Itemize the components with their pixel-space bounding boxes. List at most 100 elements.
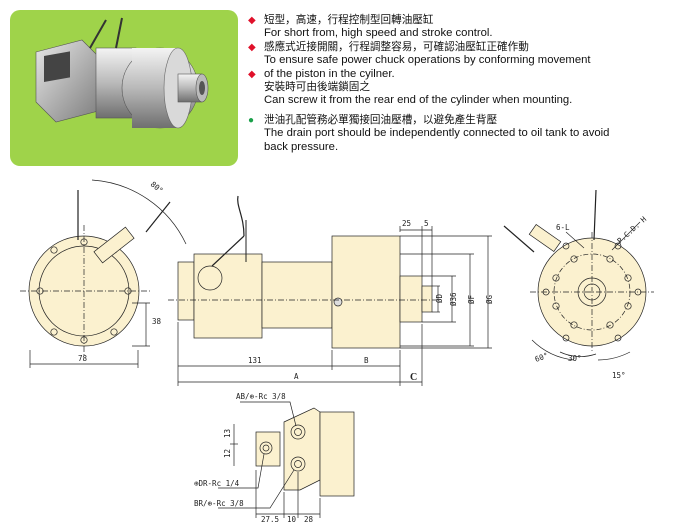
label-pcd-h: P.C.D. H [615,214,648,245]
drain-port [333,297,343,307]
label-dim-5: 5 [424,219,429,228]
feature-text-en: To ensure safe power chuck operations by… [264,54,591,67]
label-dim-10: 10 [287,515,297,524]
label-angle-60: 60° [534,351,550,364]
feature-text-en: For short from, high speed and stroke co… [264,27,493,40]
rear-block [177,261,195,321]
angle-arc-60 [531,339,575,361]
outer-hole [562,334,570,342]
leader-ab [240,401,297,427]
label-dim-f: ØF [467,294,476,304]
outer-hole [542,288,550,296]
bolt-hole [624,302,632,310]
outer-hole [634,288,642,296]
label-dim-b: B [364,356,369,365]
ab-port [290,424,306,440]
feature-item: 安裝時可由後端鎖固之 Can screw it from the rear en… [248,81,668,108]
angle-arc [91,179,187,245]
bolt-hole [80,336,88,344]
angle-arc-15 [597,351,631,361]
bolt-hole [80,238,88,246]
leader-dr [218,453,265,489]
angle-arc-30 [559,351,597,357]
sensor-cable [211,235,245,267]
feature-text-zh: 泄油孔配管務必單獨接回油壓槽，以避免產生背壓 [264,113,498,126]
label-dim-13: 13 [223,429,232,438]
bolt-hole [624,274,632,282]
sensor-housing [193,253,263,339]
leader-pcd [611,221,641,251]
label-angle-30: 30° [568,354,582,363]
label-dim-131: 131 [248,356,262,365]
feature-text-zh: 安裝時可由後端鎖固之 [264,81,370,94]
rear-view [20,179,187,368]
label-dim-78: 78 [78,354,88,363]
outer-hole [562,242,570,250]
label-dim-g: ØG [485,294,494,304]
sensor-bracket [93,226,135,264]
label-dim-28: 28 [304,515,314,524]
sensor-cable [145,201,171,233]
feature-item: ◆ 感應式近接開關，行程調整容易，可確認油壓缸正確作動 To ensure sa… [248,41,668,68]
label-dim-36: Ø36 [449,292,458,306]
feature-text-en: Can screw it from the rear end of the cy… [264,94,573,107]
bolt-hole [570,255,578,263]
feature-text-en: back pressure. [264,140,339,153]
dr-port [259,441,273,455]
label-port-ab: AB/⊕-Rc 3/8 [236,392,286,401]
bolt-hole [570,321,578,329]
product-photo [35,17,209,129]
outer-hole [614,242,622,250]
label-dim-12: 12 [223,449,232,458]
label-angle-15: 15° [612,371,626,380]
bolt-hole [110,328,118,336]
front-view [503,189,654,361]
feature-item: ● 泄油孔配管務必單獨接回油壓槽，以避免產生背壓 The drain port … [248,114,668,154]
bolt-hole [36,287,44,295]
label-angle-top: 80° [149,180,165,196]
sensor-head [197,265,223,291]
bolt-hole [50,246,58,254]
label-dim-25: 25 [402,219,411,228]
side-view [168,195,492,386]
product-photo-panel [10,10,238,166]
shaft-end [421,285,433,313]
feature-text-en: of the piston in the cyilner. [264,67,395,80]
cylinder-stub [319,411,355,497]
label-dim-27-5: 27.5 [261,515,279,524]
bullet-diamond-icon: ◆ [248,15,256,26]
br-port [290,456,306,472]
port-detail-view [218,401,355,518]
bullet-dot-icon: ● [248,114,255,126]
middle-housing [261,261,333,329]
label-dim-38: 38 [152,317,162,326]
bolt-hole [50,328,58,336]
sensor-cable [593,189,597,241]
shaft-flange [399,275,423,323]
leader-6l [565,231,585,249]
feature-text-zh: 感應式近接開關，行程調整容易，可確認油壓缸正確作動 [264,40,529,53]
label-dim-d: ØD [435,293,444,303]
bolt-hole [606,321,614,329]
label-dim-c: C [410,372,417,383]
label-port-dr: ⊕DR-Rc 1/4 [194,479,240,488]
feature-item: ◆ of the piston in the cyilner. [248,68,668,81]
sensor-cable [503,225,535,253]
bullet-diamond-icon: ◆ [248,41,256,53]
bolt-hole [552,302,560,310]
br-port-inner [294,460,302,468]
label-6l: 6-L [556,223,570,232]
feature-item: ◆ 短型，高速，行程控制型回轉油壓缸 For short from, high … [248,14,668,41]
label-dim-a: A [294,372,299,381]
bolt-hole [606,255,614,263]
ab-port-inner [294,428,302,436]
bullet-diamond-icon: ◆ [248,68,256,80]
dr-port-inner [262,444,270,452]
sensor-bracket [528,223,562,253]
label-port-br: BR/⊕-Rc 3/8 [194,499,244,508]
bolt-hole [124,287,132,295]
feature-text-en: The drain port should be independently c… [264,127,610,140]
feature-text-zh: 短型，高速，行程控制型回轉油壓缸 [264,14,434,26]
leader-br [218,469,295,509]
